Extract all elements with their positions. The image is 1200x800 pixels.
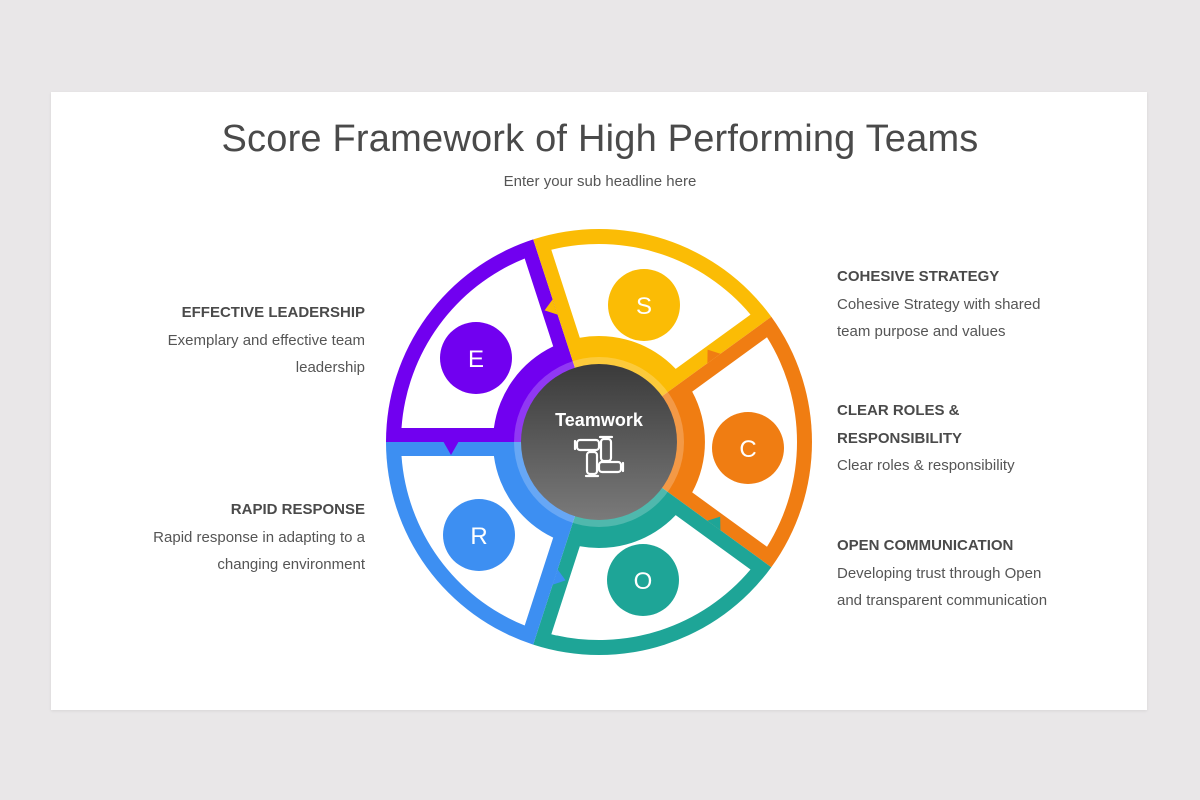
svg-text:C: C [739, 436, 756, 463]
notch-r-into-o [552, 569, 566, 585]
heading-cohesive-strategy: COHESIVE STRATEGY [837, 268, 1000, 285]
heading-open-communication: OPEN COMMUNICATION [837, 537, 1014, 554]
text-cohesive-strategy: Cohesive Strategy with shared team purpo… [837, 295, 1041, 341]
notch-s-into-e [544, 299, 558, 315]
svg-text:O: O [634, 568, 653, 595]
letter-badge-e: E [440, 322, 512, 394]
heading-effective-leadership: EFFECTIVE LEADERSHIP [181, 304, 365, 321]
notch-o-into-c [707, 516, 721, 531]
text-effective-leadership: Exemplary and effective team leadership [167, 331, 365, 377]
text-open-communication: Developing trust through Open and transp… [837, 564, 1048, 610]
letter-badge-o: O [607, 544, 679, 616]
hub-label: Teamwork [555, 410, 644, 430]
description-cohesive-strategy: COHESIVE STRATEGY Cohesive Strategy with… [837, 263, 1062, 346]
svg-text:R: R [470, 523, 487, 550]
svg-text:E: E [468, 346, 484, 373]
text-clear-roles: Clear roles & responsibility [837, 457, 1015, 474]
heading-rapid-response: RAPID RESPONSE [230, 501, 365, 518]
description-effective-leadership: EFFECTIVE LEADERSHIP Exemplary and effec… [105, 299, 365, 382]
description-clear-roles: CLEAR ROLES & RESPONSIBILITY Clear roles… [837, 397, 1015, 480]
heading-clear-roles: CLEAR ROLES & RESPONSIBILITY [837, 402, 963, 447]
description-open-communication: OPEN COMMUNICATION Developing trust thro… [837, 532, 1067, 615]
svg-text:S: S [636, 293, 652, 320]
description-rapid-response: RAPID RESPONSE Rapid response in adaptin… [105, 496, 365, 579]
text-rapid-response: Rapid response in adapting to a changing… [153, 528, 365, 574]
joined-hands-icon [573, 435, 625, 478]
page-title: Score Framework of High Performing Teams [221, 118, 979, 160]
letter-badge-c: C [712, 412, 784, 484]
teamwork-hub: Teamwork [514, 357, 684, 527]
notch-e-into-r [443, 441, 459, 455]
letter-badge-r: R [443, 499, 515, 571]
page-subtitle: Enter your sub headline here [503, 173, 697, 190]
notch-c-into-s [707, 349, 721, 364]
letter-badge-s: S [608, 269, 680, 341]
